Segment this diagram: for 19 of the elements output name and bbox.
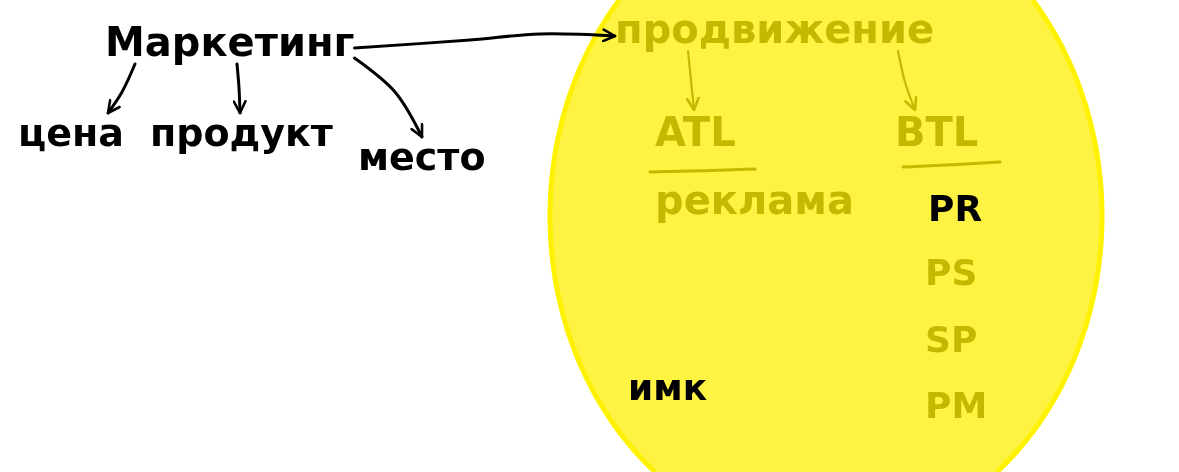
branch-term: место bbox=[358, 137, 486, 179]
arrow bbox=[896, 49, 918, 112]
branch-term: продукт bbox=[150, 113, 333, 155]
arrow bbox=[106, 62, 137, 115]
branch-term: цена bbox=[18, 113, 124, 155]
channel-term: SP bbox=[925, 320, 978, 360]
channel-term: реклама bbox=[655, 178, 854, 222]
arrow bbox=[232, 62, 247, 115]
channel-term: PS bbox=[925, 253, 978, 293]
ellipse-label: имк bbox=[628, 368, 708, 408]
arrow bbox=[352, 56, 424, 139]
category-heading: ATL bbox=[655, 110, 736, 154]
channel-term: PM bbox=[925, 386, 988, 426]
root-term: Маркетинг bbox=[105, 20, 355, 64]
category-heading: BTL bbox=[895, 110, 979, 154]
channel-term: PR bbox=[928, 189, 983, 229]
branch-term: продвижение bbox=[615, 7, 935, 51]
arrow bbox=[685, 49, 700, 112]
arrow bbox=[352, 28, 617, 50]
